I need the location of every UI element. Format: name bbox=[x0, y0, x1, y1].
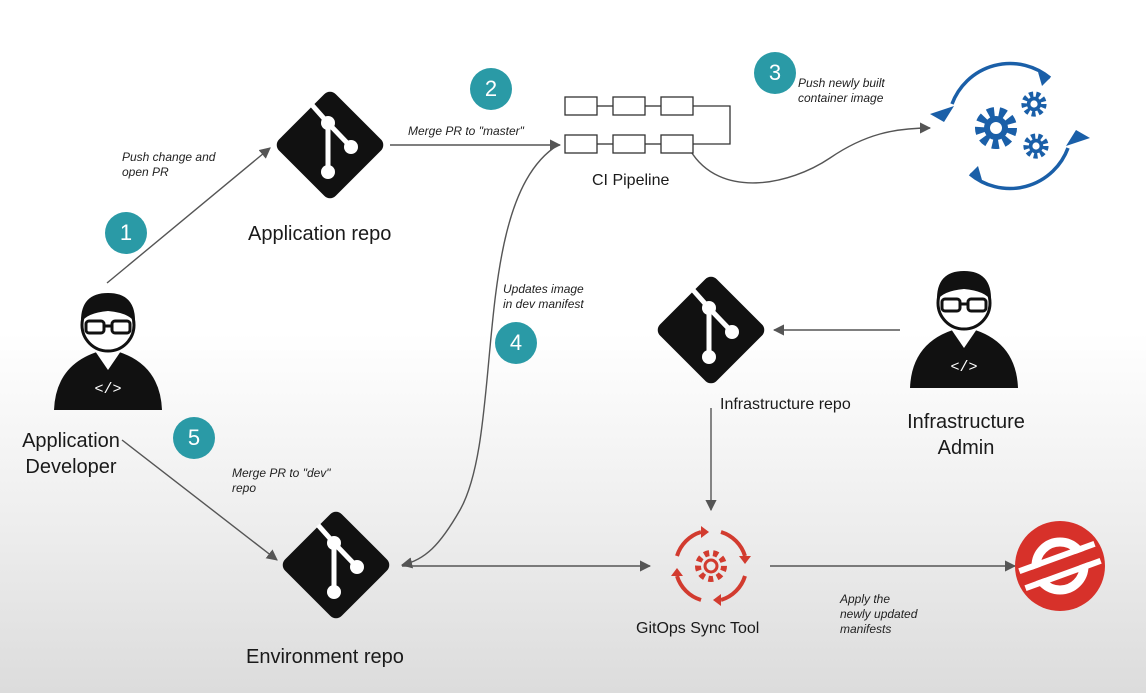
node-label-env-repo: Environment repo bbox=[246, 646, 404, 668]
node-label-infra-admin: Infrastructure Admin bbox=[907, 411, 1025, 459]
edge-label-updates-image: Updates image in dev manifest bbox=[503, 282, 584, 311]
step-badge-1: 1 bbox=[105, 212, 147, 254]
edge-ci-to-registry bbox=[689, 122, 932, 184]
edge-ci-to-env-repo bbox=[400, 144, 559, 569]
node-label-ci-pipeline: CI Pipeline bbox=[592, 172, 670, 189]
code-badge: </> bbox=[950, 359, 977, 376]
step-badge-3: 3 bbox=[754, 52, 796, 94]
node-label-app-developer: Application Developer bbox=[22, 430, 120, 478]
git-icon bbox=[279, 508, 392, 621]
git-icon bbox=[654, 273, 767, 386]
gitops-sync-icon bbox=[671, 526, 751, 606]
edge-developer-to-env-repo bbox=[121, 439, 278, 561]
edge-label-push-change: Push change and open PR bbox=[122, 150, 216, 179]
step-badge-2: 2 bbox=[470, 68, 512, 110]
edge-label-merge-master: Merge PR to "master" bbox=[408, 124, 524, 138]
code-badge: </> bbox=[94, 381, 121, 398]
git-icon bbox=[273, 88, 386, 201]
developer-avatar-icon: </> bbox=[52, 291, 164, 412]
node-label-infra-repo: Infrastructure repo bbox=[720, 396, 851, 413]
edge-label-merge-dev: Merge PR to "dev" repo bbox=[232, 466, 331, 495]
openshift-icon bbox=[1015, 521, 1105, 611]
edge-label-push-image: Push newly built container image bbox=[798, 76, 885, 105]
step-badge-4: 4 bbox=[495, 322, 537, 364]
node-label-gitops: GitOps Sync Tool bbox=[636, 620, 760, 637]
edge-label-apply-manifests: Apply the newly updated manifests bbox=[840, 592, 918, 636]
edge-developer-to-app-repo bbox=[106, 147, 271, 284]
node-label-app-repo: Application repo bbox=[248, 223, 392, 245]
admin-avatar-icon: </> bbox=[908, 269, 1020, 390]
ci-pipeline-icon bbox=[564, 96, 731, 154]
step-badge-5: 5 bbox=[173, 417, 215, 459]
gears-cycle-icon bbox=[930, 61, 1090, 191]
